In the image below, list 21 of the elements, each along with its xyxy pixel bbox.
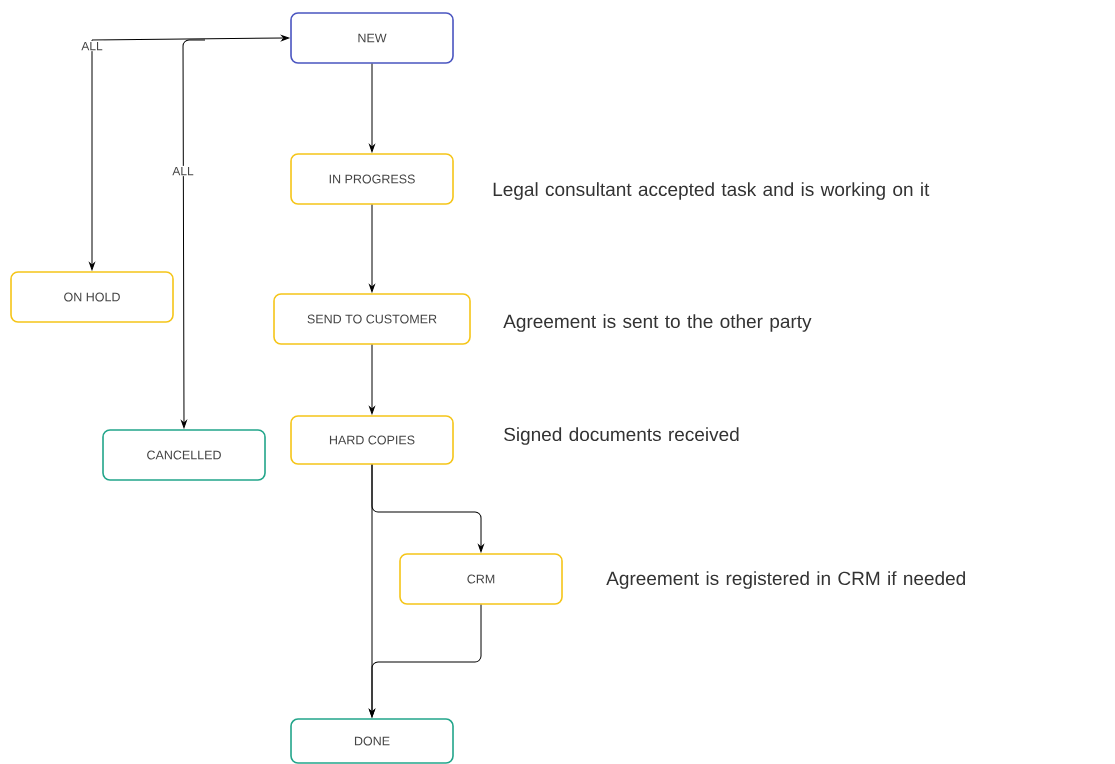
description-text: Legal consultant accepted task and is working on it: [493, 182, 930, 200]
state-box: NEW: [290, 12, 454, 64]
edge-label: ALL: [80, 40, 104, 52]
description-text: Signed documents received: [504, 427, 739, 445]
state-box: IN PROGRESS: [290, 153, 454, 205]
description-text: Agreement is registered in CRM if needed: [606, 571, 965, 589]
arrow: [369, 204, 375, 293]
description-text: Agreement is sent to the other party: [503, 314, 812, 332]
arrow: [91, 35, 290, 41]
arrow: [369, 63, 375, 153]
state-box: SEND TO CUSTOMER: [273, 293, 471, 345]
state-box: DONE: [290, 718, 454, 764]
state-box: ON HOLD: [10, 271, 174, 323]
arrow: [181, 39, 206, 429]
edge-label: ALL: [171, 165, 195, 177]
arrow: [89, 39, 95, 271]
state-box: CANCELLED: [102, 429, 266, 481]
arrow: [369, 344, 375, 415]
state-box: HARD COPIES: [290, 415, 454, 465]
arrow: [369, 604, 482, 718]
state-box: CRM: [399, 553, 563, 605]
